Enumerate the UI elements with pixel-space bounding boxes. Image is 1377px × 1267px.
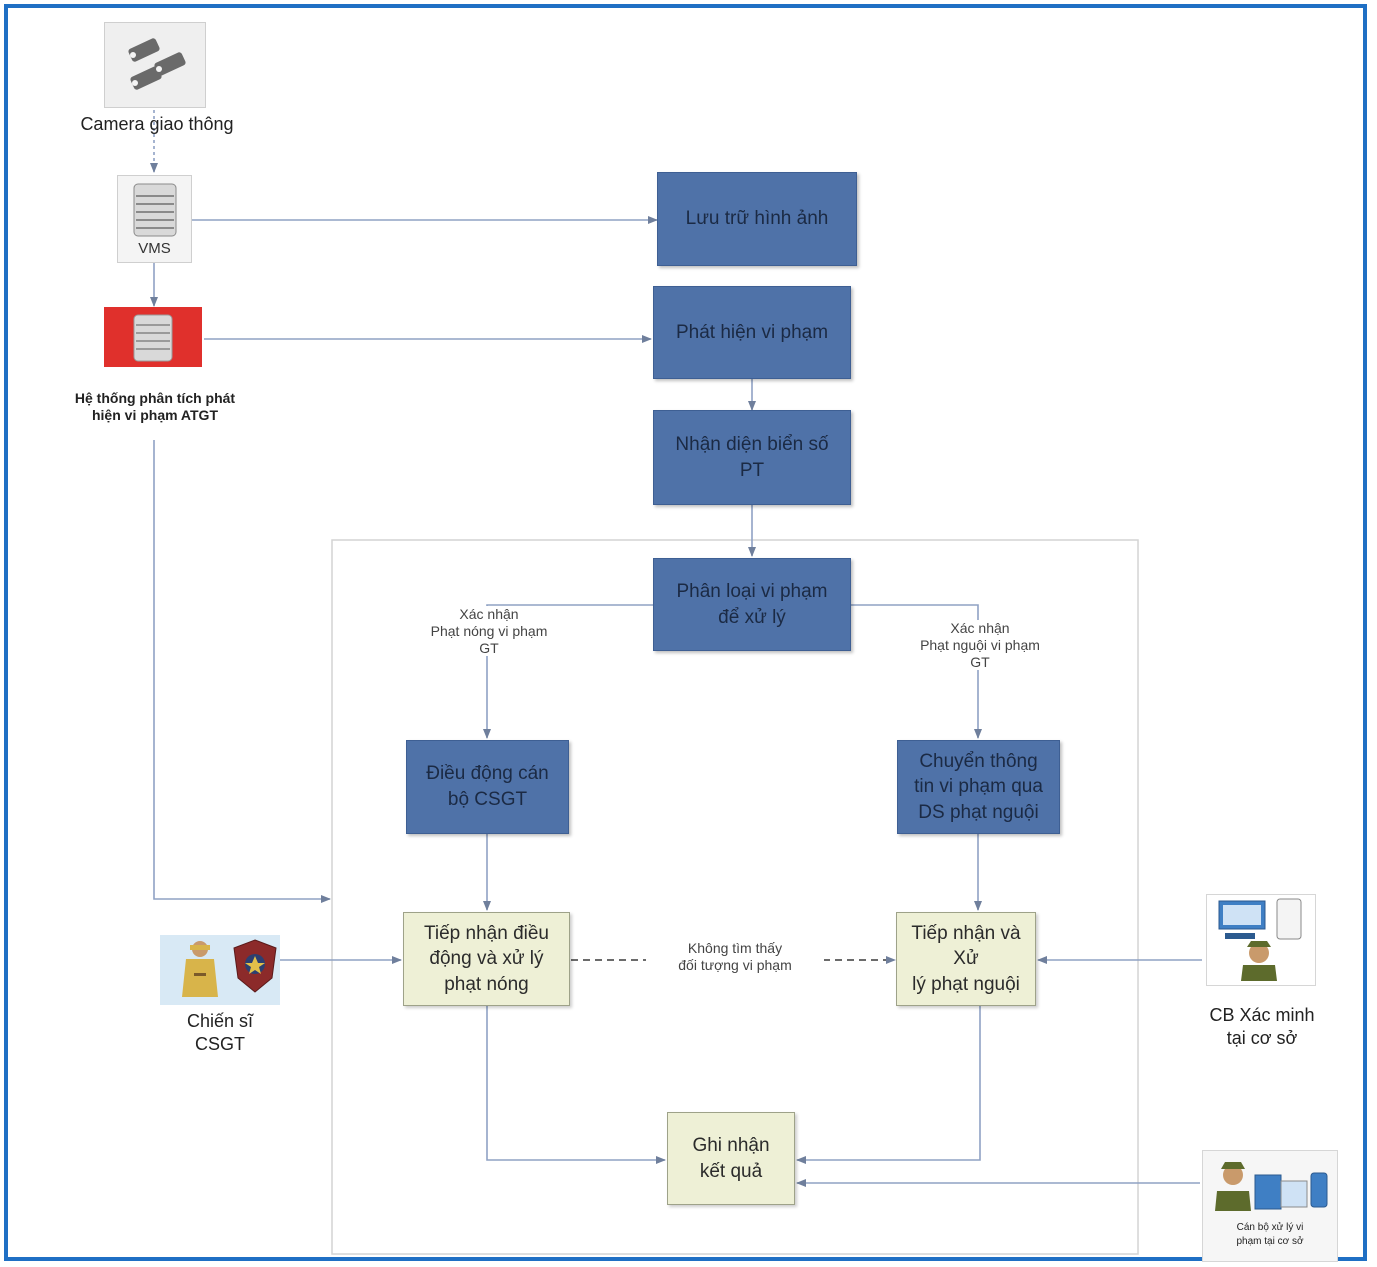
processing-zone <box>331 539 1139 1255</box>
edge-classify-transfer <box>851 604 982 739</box>
confirm-hot-label: Xác nhận Phạt nóng vi phạm GT <box>402 606 576 657</box>
analysis-server-icon <box>104 307 202 367</box>
edge-hot-record <box>486 1006 666 1164</box>
analysis-label: Hệ thống phân tích phát hiện vi phạm ATG… <box>74 390 236 423</box>
verifier-label: CB Xác minh tại cơ sở <box>1209 1005 1315 1048</box>
police-badge-icon <box>232 938 278 994</box>
server-icon: VMS <box>117 175 192 263</box>
processing-officer-icon: Cán bộ xử lý vi phạm tại cơ sở <box>1202 1150 1338 1262</box>
camera-label: Camera giao thông <box>80 114 234 134</box>
record-box: Ghi nhận kết quả <box>667 1112 795 1205</box>
dispatch-box: Điều động cán bộ CSGT <box>406 740 569 834</box>
edge-cold-record <box>796 1006 981 1164</box>
classify-box: Phân loại vi phạm để xử lý <box>653 558 851 651</box>
verification-officer-icon <box>1206 894 1316 986</box>
detect-box: Phát hiện vi phạm <box>653 286 851 379</box>
confirm-cold-label: Xác nhận Phạt nguội vi phạm GT <box>893 620 1067 671</box>
plate-box: Nhận diện biển số PT <box>653 410 851 505</box>
transfer-box: Chuyển thông tin vi phạm qua DS phạt ngu… <box>897 740 1060 834</box>
cctv-cameras-icon <box>104 22 206 108</box>
not-found-label: Không tìm thấy đối tượng vi phạm <box>646 940 824 974</box>
edge-analysis-zone <box>153 440 331 903</box>
storage-box: Lưu trữ hình ảnh <box>657 172 857 266</box>
hot-handle-box: Tiếp nhận điều động và xử lý phạt nóng <box>403 912 570 1006</box>
cold-handle-box: Tiếp nhận và Xử lý phạt nguội <box>896 912 1036 1006</box>
edge-classify-dispatch <box>483 604 653 739</box>
officer-label: Chiến sĩ CSGT <box>186 1011 254 1054</box>
vms-label: VMS <box>138 240 171 257</box>
processor-label: Cán bộ xử lý vi phạm tại cơ sở <box>1236 1222 1304 1247</box>
